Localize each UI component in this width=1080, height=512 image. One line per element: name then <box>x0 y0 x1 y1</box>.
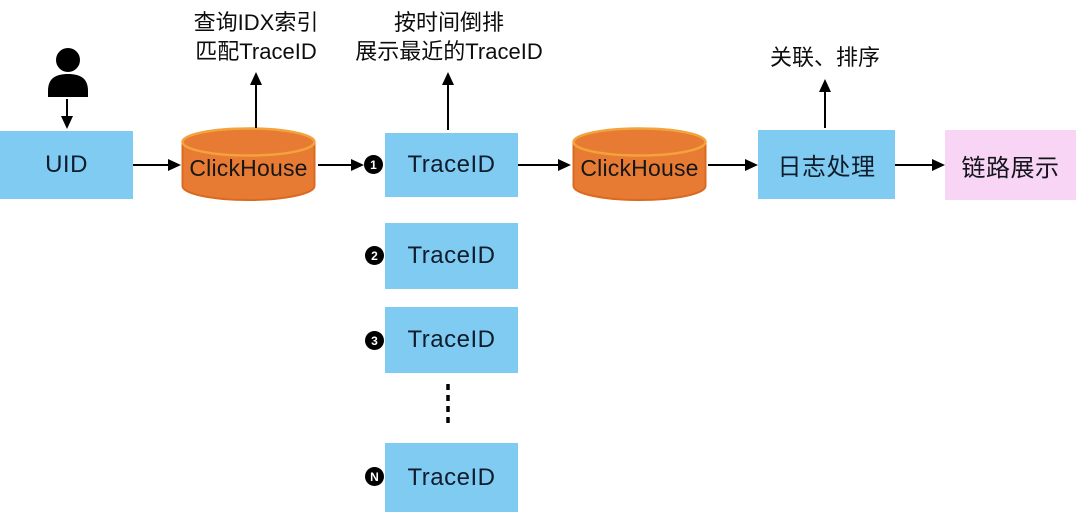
node-traceid-1-label: TraceID <box>407 151 496 178</box>
node-clickhouse-idx-label: ClickHouse <box>189 154 308 181</box>
node-traceid-2-label: TraceID <box>407 242 496 269</box>
trace-badge-1-label: 1 <box>370 157 377 172</box>
database-cylinder-clickhouse-idx-icon <box>181 127 316 201</box>
node-uid-label: UID <box>45 151 88 178</box>
node-clickhouse-log-label: ClickHouse <box>580 154 699 181</box>
node-trace-display: 链路展示 <box>945 130 1076 200</box>
node-traceid-2: TraceID <box>385 223 518 289</box>
node-trace-display-label: 链路展示 <box>961 154 1060 182</box>
annotation-idx-query: 查询IDX索引 匹配TraceID <box>156 8 356 66</box>
trace-badge-2-label: 2 <box>371 248 378 263</box>
annotation-time-sort-line2: 展示最近的TraceID <box>355 39 543 64</box>
arrow-traceid-to-clickhouse-icon <box>518 159 571 171</box>
node-log-processing-label: 日志处理 <box>777 154 876 181</box>
annotation-time-sort-line1: 按时间倒排 <box>393 10 504 35</box>
node-traceid-n: TraceID <box>385 443 518 512</box>
arrow-clickhouse-to-logprocessing-icon <box>708 159 758 171</box>
ellipsis-dashed-line-icon <box>446 384 450 426</box>
node-traceid-3: TraceID <box>385 307 518 373</box>
node-traceid-1: TraceID <box>385 133 518 197</box>
arrow-traceid-annotation-icon <box>442 72 454 130</box>
node-traceid-n-label: TraceID <box>407 463 496 491</box>
annotation-time-sort: 按时间倒排 展示最近的TraceID <box>339 8 559 66</box>
node-log-processing: 日志处理 <box>758 130 895 199</box>
arrow-logprocessing-annotation-icon <box>819 79 831 128</box>
trace-badge-3-label: 3 <box>371 333 378 348</box>
annotation-correlate-line1: 关联、排序 <box>769 45 880 70</box>
trace-badge-n: N <box>365 467 384 486</box>
trace-badge-2: 2 <box>365 246 384 265</box>
trace-badge-n-label: N <box>370 469 379 484</box>
arrow-logprocessing-to-display-icon <box>895 159 945 171</box>
node-traceid-3-label: TraceID <box>407 326 496 353</box>
annotation-idx-query-line2: 匹配TraceID <box>195 39 317 64</box>
node-clickhouse-idx: ClickHouse <box>180 150 317 186</box>
annotation-idx-query-line1: 查询IDX索引 <box>193 10 319 35</box>
arrow-uid-to-clickhouse-icon <box>133 159 181 171</box>
annotation-correlate: 关联、排序 <box>750 43 900 72</box>
arrow-clickhouse-to-traceid-icon <box>318 159 364 171</box>
database-cylinder-clickhouse-log-icon <box>572 127 707 201</box>
trace-badge-3: 3 <box>365 331 384 350</box>
arrow-clickhouse-idx-annotation-icon <box>250 72 262 128</box>
trace-badge-1: 1 <box>364 155 383 174</box>
person-icon <box>48 48 88 97</box>
arrow-person-to-uid-icon <box>61 99 73 129</box>
node-clickhouse-log: ClickHouse <box>571 150 708 186</box>
node-uid: UID <box>0 131 133 199</box>
